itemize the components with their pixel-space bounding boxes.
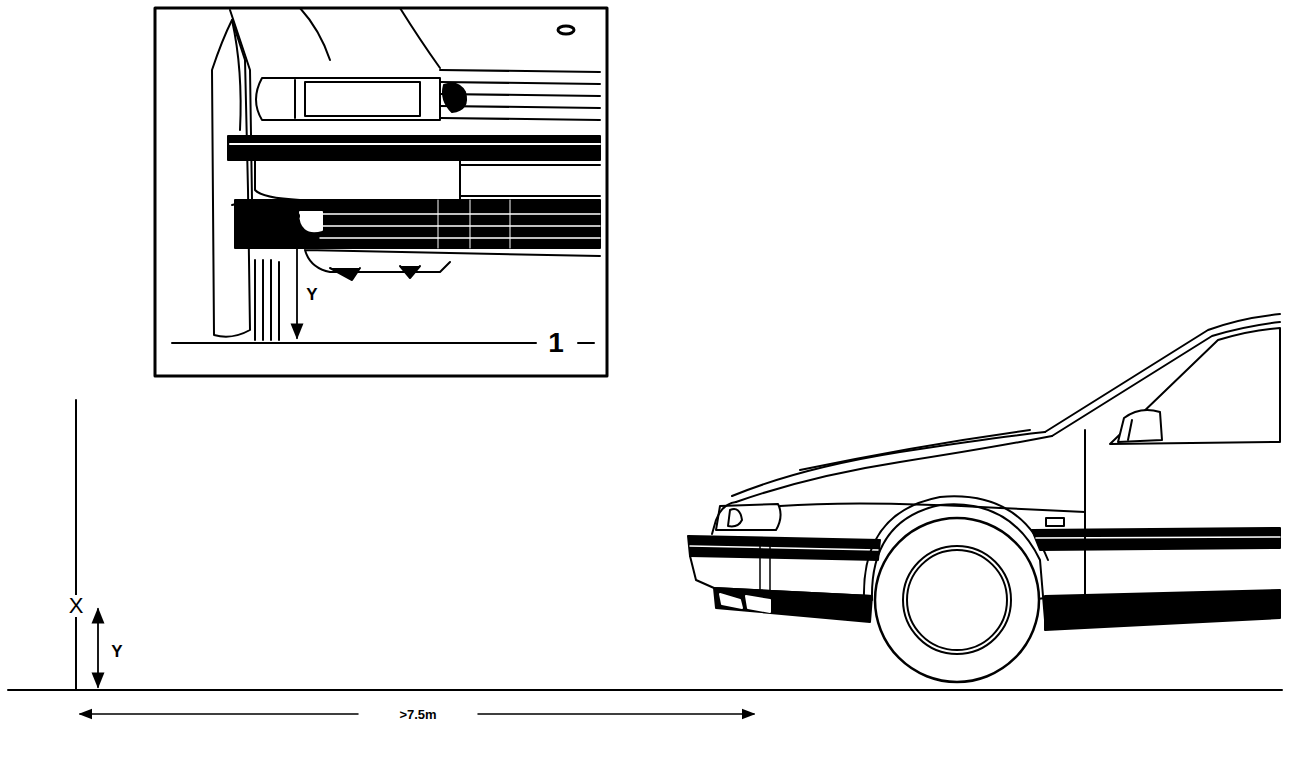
callout-number: 1 — [548, 329, 564, 357]
distance-label: >7.5m — [399, 708, 436, 721]
inset-frame — [155, 8, 607, 376]
wall-line — [75, 400, 77, 690]
inset-car-front — [212, 8, 600, 340]
car-side-view — [688, 314, 1280, 682]
height-dimension — [296, 220, 298, 338]
dimension-label: Y — [306, 286, 317, 303]
ground-line — [8, 689, 1282, 691]
dimension-label: Y — [111, 643, 122, 660]
inset-ground-dash — [578, 342, 594, 344]
aim-mark: X — [68, 595, 85, 617]
inset-ground-line — [172, 342, 536, 344]
distance-dimension — [478, 713, 754, 715]
distance-dimension — [80, 713, 358, 715]
height-dimension — [97, 609, 99, 687]
